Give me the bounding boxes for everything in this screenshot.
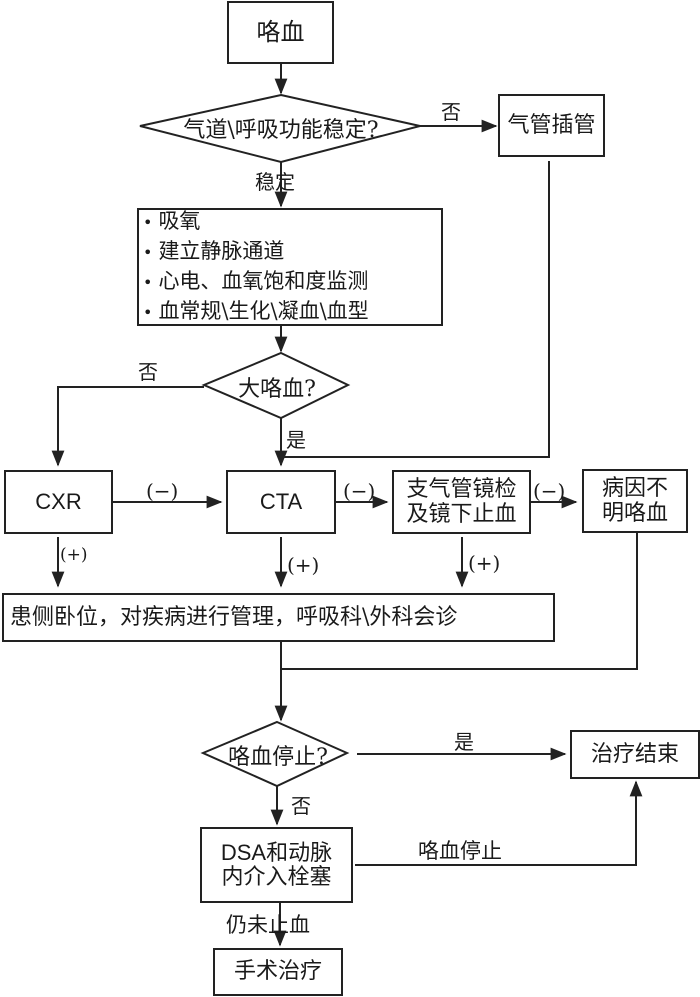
management-node: 患侧卧位，对疾病进行管理，呼吸科\外科会诊 [2,593,555,642]
edge-label-bronch-neg: (−) [533,479,566,503]
care-item: 建立静脉通道 [143,237,369,267]
edge-label-airway-no: 否 [441,100,461,124]
unknown-label-line1: 病因不 [601,475,668,501]
end-node: 治疗结束 [570,730,700,779]
cxr-label: CXR [35,489,82,515]
dsa-label-line2: 内介入栓塞 [221,865,332,890]
cxr-node: CXR [4,470,113,534]
dsa-label-line1: DSA和动脉 [220,839,333,865]
edge-label-massive-no: 否 [138,360,158,384]
edge-label-stopped-yes: 是 [454,730,474,754]
surgery-label: 手术治疗 [233,959,322,985]
edge-label-cxr-pos: (+) [60,545,88,565]
bronchoscopy-label-line2: 及镜下止血 [406,502,517,527]
edge-label-bronch-pos: (+) [468,551,501,575]
management-label: 患侧卧位，对疾病进行管理，呼吸科\外科会诊 [10,604,458,630]
cta-node: CTA [226,470,336,534]
massive-decision-label: 大咯血? [238,377,316,402]
surgery-node: 手术治疗 [213,948,343,996]
care-item: 血常规\生化\凝血\血型 [143,297,368,327]
care-item: 吸氧 [143,207,369,237]
intubation-label: 气管插管 [507,112,596,138]
stopped-decision-label: 咯血停止? [228,745,328,770]
unknown-cause-node: 病因不 明咯血 [582,469,688,533]
bronchoscopy-label-line1: 支气管镜检 [406,476,517,502]
edge-label-dsa-not-stopped: 仍未止血 [226,913,310,937]
dsa-node: DSA和动脉 内介入栓塞 [200,827,353,903]
start-node-hemoptysis: 咯血 [227,1,334,64]
edge-label-stopped-no: 否 [291,794,311,818]
end-label: 治疗结束 [590,741,679,767]
edge-label-dsa-stopped: 咯血停止 [418,839,502,863]
initial-care-list: 吸氧 建立静脉通道 心电、血氧饱和度监测 血常规\生化\凝血\血型 [139,207,369,327]
unknown-label-line2: 明咯血 [601,501,668,526]
intubation-node: 气管插管 [498,94,605,157]
edge-label-cta-pos: (+) [287,553,320,577]
edge-massive-no [51,386,204,467]
edge-label-cxr-neg: (−) [146,479,179,503]
edge-unknown-to-merge [281,532,638,670]
airway-decision-label: 气道\呼吸功能稳定? [183,118,379,143]
edge-label-cta-neg: (−) [343,479,376,503]
edge-label-airway-stable: 稳定 [255,170,295,194]
edge-dsa-stopped [355,780,643,866]
initial-care-node: 吸氧 建立静脉通道 心电、血氧饱和度监测 血常规\生化\凝血\血型 [137,208,443,326]
start-node-label: 咯血 [256,17,305,46]
cta-label: CTA [259,489,303,515]
edge-label-massive-yes: 是 [286,428,306,452]
edge-intubation-to-cta [281,161,550,458]
bronchoscopy-node: 支气管镜检 及镜下止血 [392,470,531,534]
care-item: 心电、血氧饱和度监测 [143,267,369,297]
